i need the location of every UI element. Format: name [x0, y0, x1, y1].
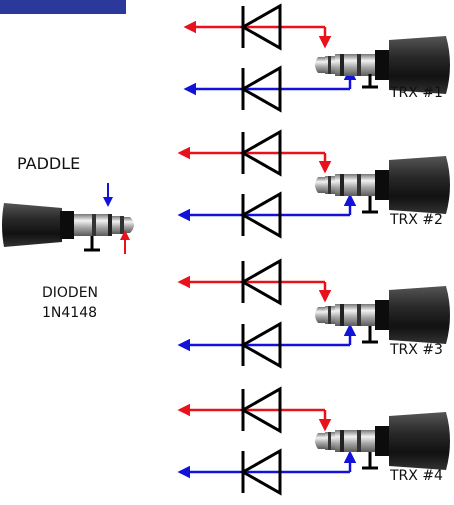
- diode-label-line1: DIODEN: [42, 285, 98, 301]
- ground-symbol-icon: [362, 452, 378, 470]
- trx-channel-3: TRX #3: [177, 258, 450, 369]
- diode-blue-line: [177, 191, 357, 239]
- ground-symbol-icon: [362, 326, 378, 344]
- diode-icon: [239, 258, 282, 306]
- trx-label-4: TRX #4: [389, 468, 443, 484]
- stereo-jack-plug-icon: [2, 203, 134, 247]
- diode-icon: [239, 65, 282, 113]
- diode-blue-line: [177, 448, 357, 496]
- stereo-jack-plug-icon: [315, 156, 450, 214]
- diode-label-line2: 1N4148: [42, 305, 97, 321]
- trx-channel-4: TRX #4: [177, 386, 450, 496]
- ground-symbol-icon: [84, 236, 100, 252]
- diode-blue-line: [183, 65, 357, 113]
- diode-icon: [239, 129, 282, 177]
- paddle-label: PADDLE: [17, 154, 80, 173]
- diode-icon: [239, 448, 282, 496]
- diode-red-line: [177, 386, 332, 434]
- diode-red-line: [177, 129, 332, 177]
- stereo-jack-plug-icon: [315, 36, 450, 94]
- trx-label-3: TRX #3: [389, 342, 443, 358]
- diode-blue-line: [177, 321, 357, 369]
- diode-red-line: [183, 3, 332, 51]
- stereo-jack-plug-icon: [315, 286, 450, 344]
- diode-icon: [239, 386, 282, 434]
- stereo-jack-plug-icon: [315, 412, 450, 470]
- trx-channel-1: TRX #1: [183, 3, 450, 113]
- diode-red-line: [177, 258, 332, 306]
- corner-tab: [0, 0, 126, 14]
- diode-icon: [239, 3, 282, 51]
- diode-icon: [239, 321, 282, 369]
- trx-label-1: TRX #1: [389, 85, 443, 101]
- paddle-plug: [2, 183, 134, 254]
- trx-channel-2: TRX #2: [177, 129, 450, 239]
- ground-symbol-icon: [362, 74, 378, 89]
- ground-symbol-icon: [362, 196, 378, 214]
- trx-label-2: TRX #2: [389, 212, 443, 228]
- diode-icon: [239, 191, 282, 239]
